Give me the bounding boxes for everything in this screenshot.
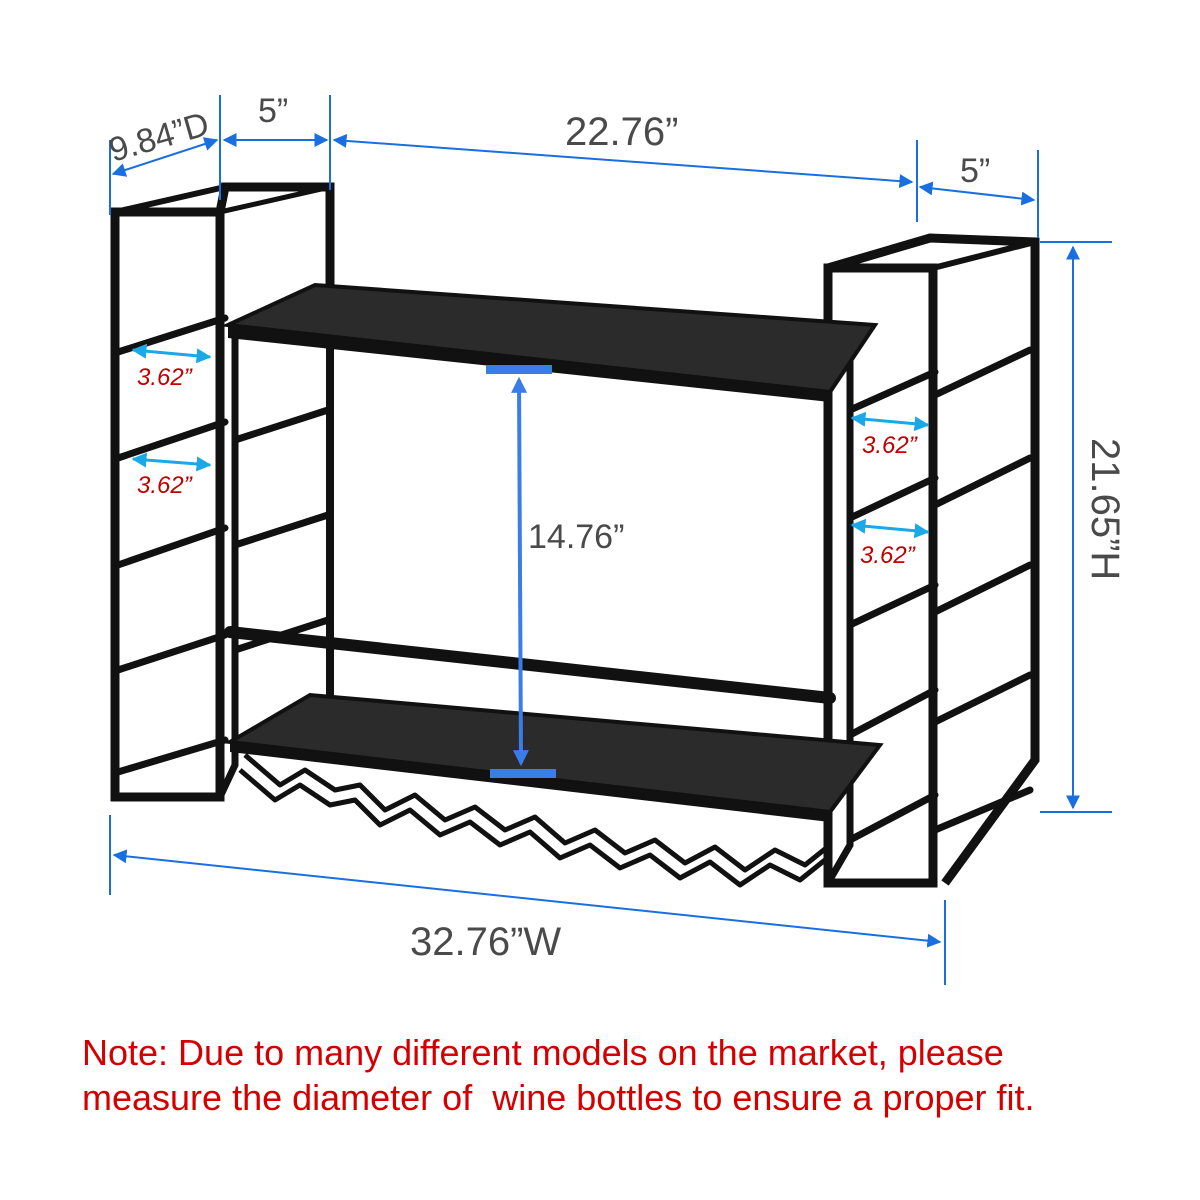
bottle-spacing-label: 3.62” — [137, 364, 193, 391]
fit-note: Note: Due to many different models on th… — [82, 1030, 1182, 1120]
side-width-right-label: 5” — [960, 152, 990, 190]
top-shelf — [220, 282, 879, 402]
right-tower-rungs — [846, 346, 1034, 844]
wine-rack-illustration — [110, 182, 1040, 888]
bottom-shelf — [223, 626, 884, 822]
bottle-spacing-label: 3.62” — [860, 542, 916, 569]
shelf-gap-label: 14.76” — [528, 518, 624, 556]
fit-note-line-2: measure the diameter of wine bottles to … — [82, 1077, 1035, 1118]
side-width-left-label: 5” — [258, 92, 288, 130]
height-label: 21.65”H — [1083, 438, 1127, 580]
shelf-gap-arrow — [486, 365, 556, 778]
bottle-spacing-arrows — [131, 343, 930, 539]
center-width-label: 22.76” — [565, 110, 678, 154]
left-tower — [110, 182, 335, 802]
bottle-spacing-label: 3.62” — [137, 472, 193, 499]
bottle-spacing-label: 3.62” — [862, 432, 918, 459]
dimension-lines — [109, 95, 1112, 985]
fit-note-line-1: Note: Due to many different models on th… — [82, 1032, 1004, 1073]
total-width-label: 32.76”W — [410, 920, 561, 964]
